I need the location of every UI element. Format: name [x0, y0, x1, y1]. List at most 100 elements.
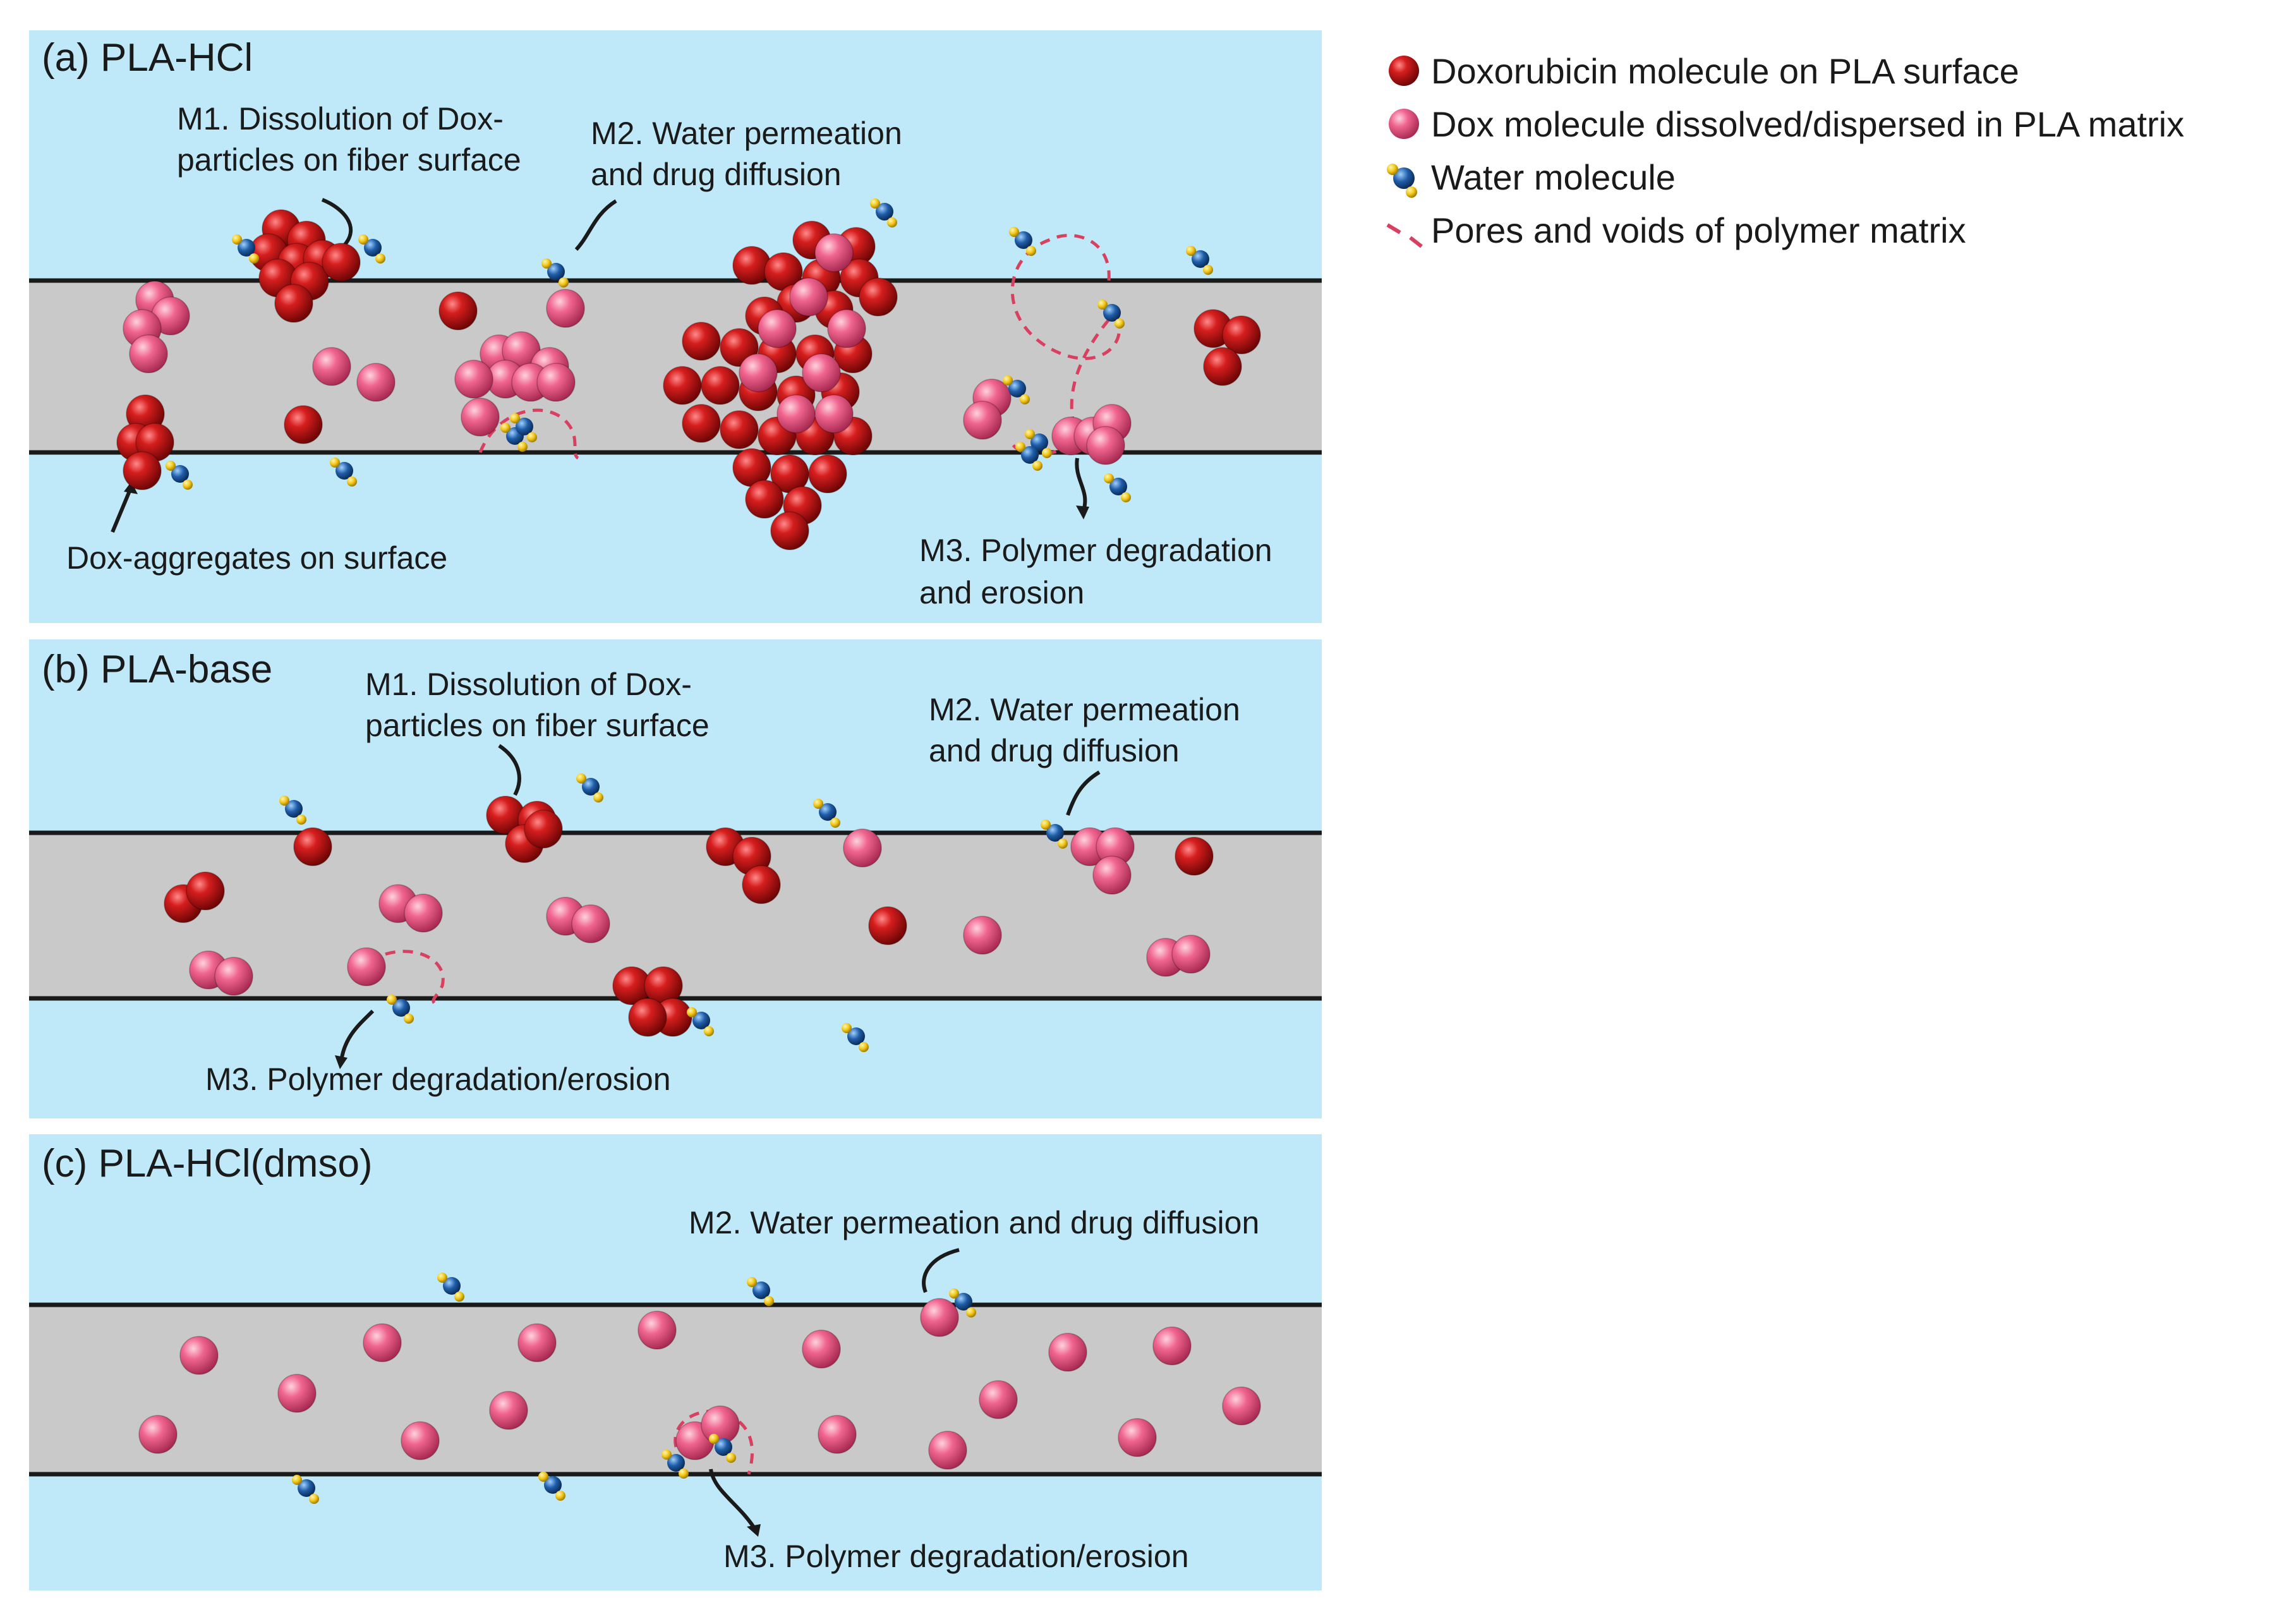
water-molecule [232, 234, 259, 263]
water-molecule [292, 1475, 319, 1504]
panel-c-m2-label: M2. Water permeation and drug diffusion [689, 1205, 1259, 1240]
dox-matrix-molecule [928, 1431, 967, 1470]
dox-matrix-molecule [963, 401, 1002, 440]
water-molecule [510, 413, 537, 442]
dox-surface-molecule [868, 906, 907, 945]
water-molecule [166, 461, 193, 490]
dox-matrix-molecule [843, 828, 882, 868]
water-molecule [1003, 375, 1030, 404]
water-molecule [949, 1288, 976, 1317]
dox-matrix-molecule [789, 277, 828, 317]
water-molecule [576, 773, 603, 802]
panel-c-m3-arrowhead [747, 1524, 761, 1537]
dox-matrix-molecule [571, 904, 610, 943]
panel-c-m3-label: M3. Polymer degradation/erosion [723, 1539, 1189, 1574]
water-molecule [279, 796, 306, 825]
panel-b-m3-label: M3. Polymer degradation/erosion [205, 1062, 671, 1097]
dox-matrix-molecule [277, 1374, 317, 1413]
dox-surface-molecule [123, 451, 162, 490]
legend-dox-matrix-symbol [1389, 109, 1419, 139]
water-molecule [1097, 300, 1125, 329]
legend: Doxorubicin molecule on PLA surface Dox … [1386, 51, 2184, 250]
water-molecule [437, 1273, 464, 1302]
panel-a-title: (a) PLA-HCl [42, 36, 253, 80]
dox-matrix-molecule [312, 347, 351, 386]
panel-b-m1-arrow [498, 744, 521, 796]
dox-surface-molecule [682, 322, 721, 361]
dox-surface-molecule [770, 511, 809, 550]
dox-matrix-molecule [546, 289, 585, 328]
dox-matrix-molecule [1048, 1333, 1087, 1372]
dox-matrix-molecule [489, 1391, 528, 1430]
panel-b-m2-arrow [1066, 770, 1101, 816]
water-molecule [747, 1277, 774, 1306]
panel-b-m3-arrowhead [335, 1055, 347, 1069]
legend-dox-surface-label: Doxorubicin molecule on PLA surface [1431, 51, 2019, 91]
dox-surface-molecule [808, 454, 847, 494]
water-molecule [813, 799, 840, 828]
legend-pore-symbol [1386, 223, 1423, 248]
legend-water-label: Water molecule [1431, 157, 1676, 197]
dox-matrix-molecule [920, 1298, 959, 1337]
dox-matrix-molecule [1171, 935, 1211, 974]
dox-matrix-molecule [1086, 426, 1125, 465]
dox-matrix-molecule [739, 353, 778, 392]
water-molecule [1009, 227, 1036, 256]
dox-matrix-molecule [814, 394, 854, 433]
panel-a-m3-label: M3. Polymer degradation and erosion [919, 533, 1281, 610]
dox-matrix-molecule [214, 957, 253, 996]
dox-surface-molecule [274, 284, 313, 323]
dox-matrix-molecule [517, 1323, 557, 1362]
panel-a-m3-arrow [1075, 457, 1087, 511]
dox-matrix-molecule [461, 397, 500, 437]
panel-a-pore-1 [478, 408, 579, 460]
dox-matrix-molecule [536, 363, 576, 402]
dox-matrix-molecule [802, 353, 841, 392]
dox-matrix-molecule [179, 1336, 219, 1375]
panel-a-aggregates-arrowhead [124, 481, 138, 494]
water-molecule [541, 258, 569, 288]
legend-dox-surface-symbol [1389, 56, 1419, 86]
water-molecule [842, 1023, 869, 1052]
dox-surface-molecule [682, 404, 721, 443]
dox-matrix-molecule [454, 360, 493, 399]
dox-matrix-molecule [129, 334, 168, 373]
water-molecule [1041, 820, 1068, 849]
dox-surface-molecule [1222, 315, 1261, 354]
dox-matrix-molecule [776, 394, 816, 433]
water-molecule [870, 198, 897, 227]
dox-surface-molecule [1203, 347, 1242, 386]
dox-surface-molecule [720, 410, 759, 449]
panel-c-title: (c) PLA-HCl(dmso) [42, 1142, 373, 1185]
panel-c-m3-arrow [709, 1469, 757, 1530]
panel-a-m2-arrow [574, 199, 617, 251]
dox-matrix-molecule [1222, 1386, 1261, 1426]
dox-matrix-molecule [814, 233, 854, 272]
dox-surface-molecule [745, 480, 784, 519]
dox-surface-molecule [186, 871, 225, 911]
panel-c: (c) PLA-HCl(dmso) M2. Water permeation a… [29, 1134, 1322, 1590]
dox-matrix-molecule [1092, 856, 1132, 895]
panel-b-m1-label: M1. Dissolution of Dox- particles on fib… [365, 667, 710, 743]
water-molecule [1025, 429, 1052, 458]
dox-matrix-molecule [979, 1380, 1018, 1419]
dox-surface-molecule [701, 366, 740, 405]
water-molecule [1186, 246, 1213, 275]
panel-a-m1-label: M1. Dissolution of Dox- particles on fib… [177, 101, 521, 178]
water-molecule [330, 457, 357, 487]
dox-surface-molecule [284, 405, 323, 444]
dox-matrix-molecule [701, 1405, 740, 1444]
dox-surface-molecule [628, 998, 667, 1037]
dox-surface-molecule [322, 243, 361, 282]
water-molecule [687, 1007, 714, 1036]
water-molecule [387, 995, 414, 1024]
dox-surface-molecule [1175, 837, 1214, 876]
panel-b-m3-arrow [339, 1009, 375, 1062]
panel-b-m2-label: M2. Water permeation and drug diffusion [929, 692, 1249, 768]
water-molecule [358, 234, 385, 263]
legend-dox-matrix-label: Dox molecule dissolved/dispersed in PLA … [1431, 104, 2184, 144]
molecules-layer [116, 198, 1261, 1504]
dox-matrix-molecule [802, 1329, 841, 1369]
dox-matrix-molecule [363, 1323, 402, 1362]
